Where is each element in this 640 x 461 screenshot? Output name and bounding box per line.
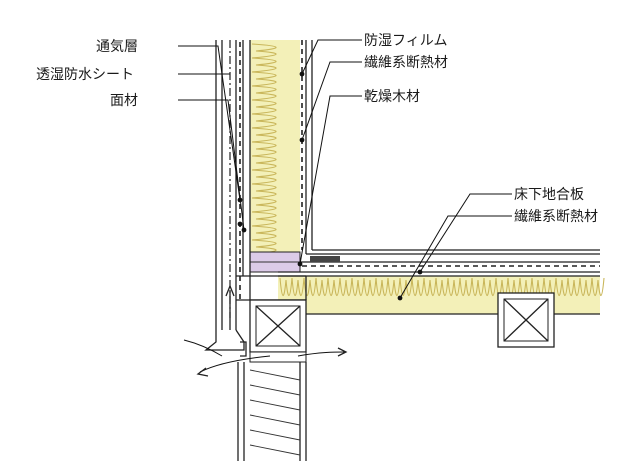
floor-insulation-pattern <box>279 277 605 297</box>
label-fiber-insulation-floor: 繊維系断熱材 <box>514 209 598 225</box>
leader-lines <box>178 39 512 301</box>
label-air-layer: 通気層 <box>96 39 138 55</box>
wall-insulation-pattern <box>251 43 277 255</box>
label-subfloor-plywood: 床下地合板 <box>514 187 584 203</box>
label-fiber-insulation-wall: 繊維系断熱材 <box>364 55 448 71</box>
label-facing: 面材 <box>110 93 138 109</box>
label-vapor-barrier: 防湿フィルム <box>364 33 447 49</box>
foundation <box>204 329 307 461</box>
label-dry-lumber: 乾燥木材 <box>364 89 420 105</box>
floor-joist-right <box>497 292 555 348</box>
sill-beam-left <box>249 299 307 353</box>
label-breathable-sheet: 透湿防水シート <box>36 67 134 83</box>
wall-layers <box>215 40 313 330</box>
floor-layers <box>278 249 600 315</box>
airflow-arrows <box>183 284 348 377</box>
